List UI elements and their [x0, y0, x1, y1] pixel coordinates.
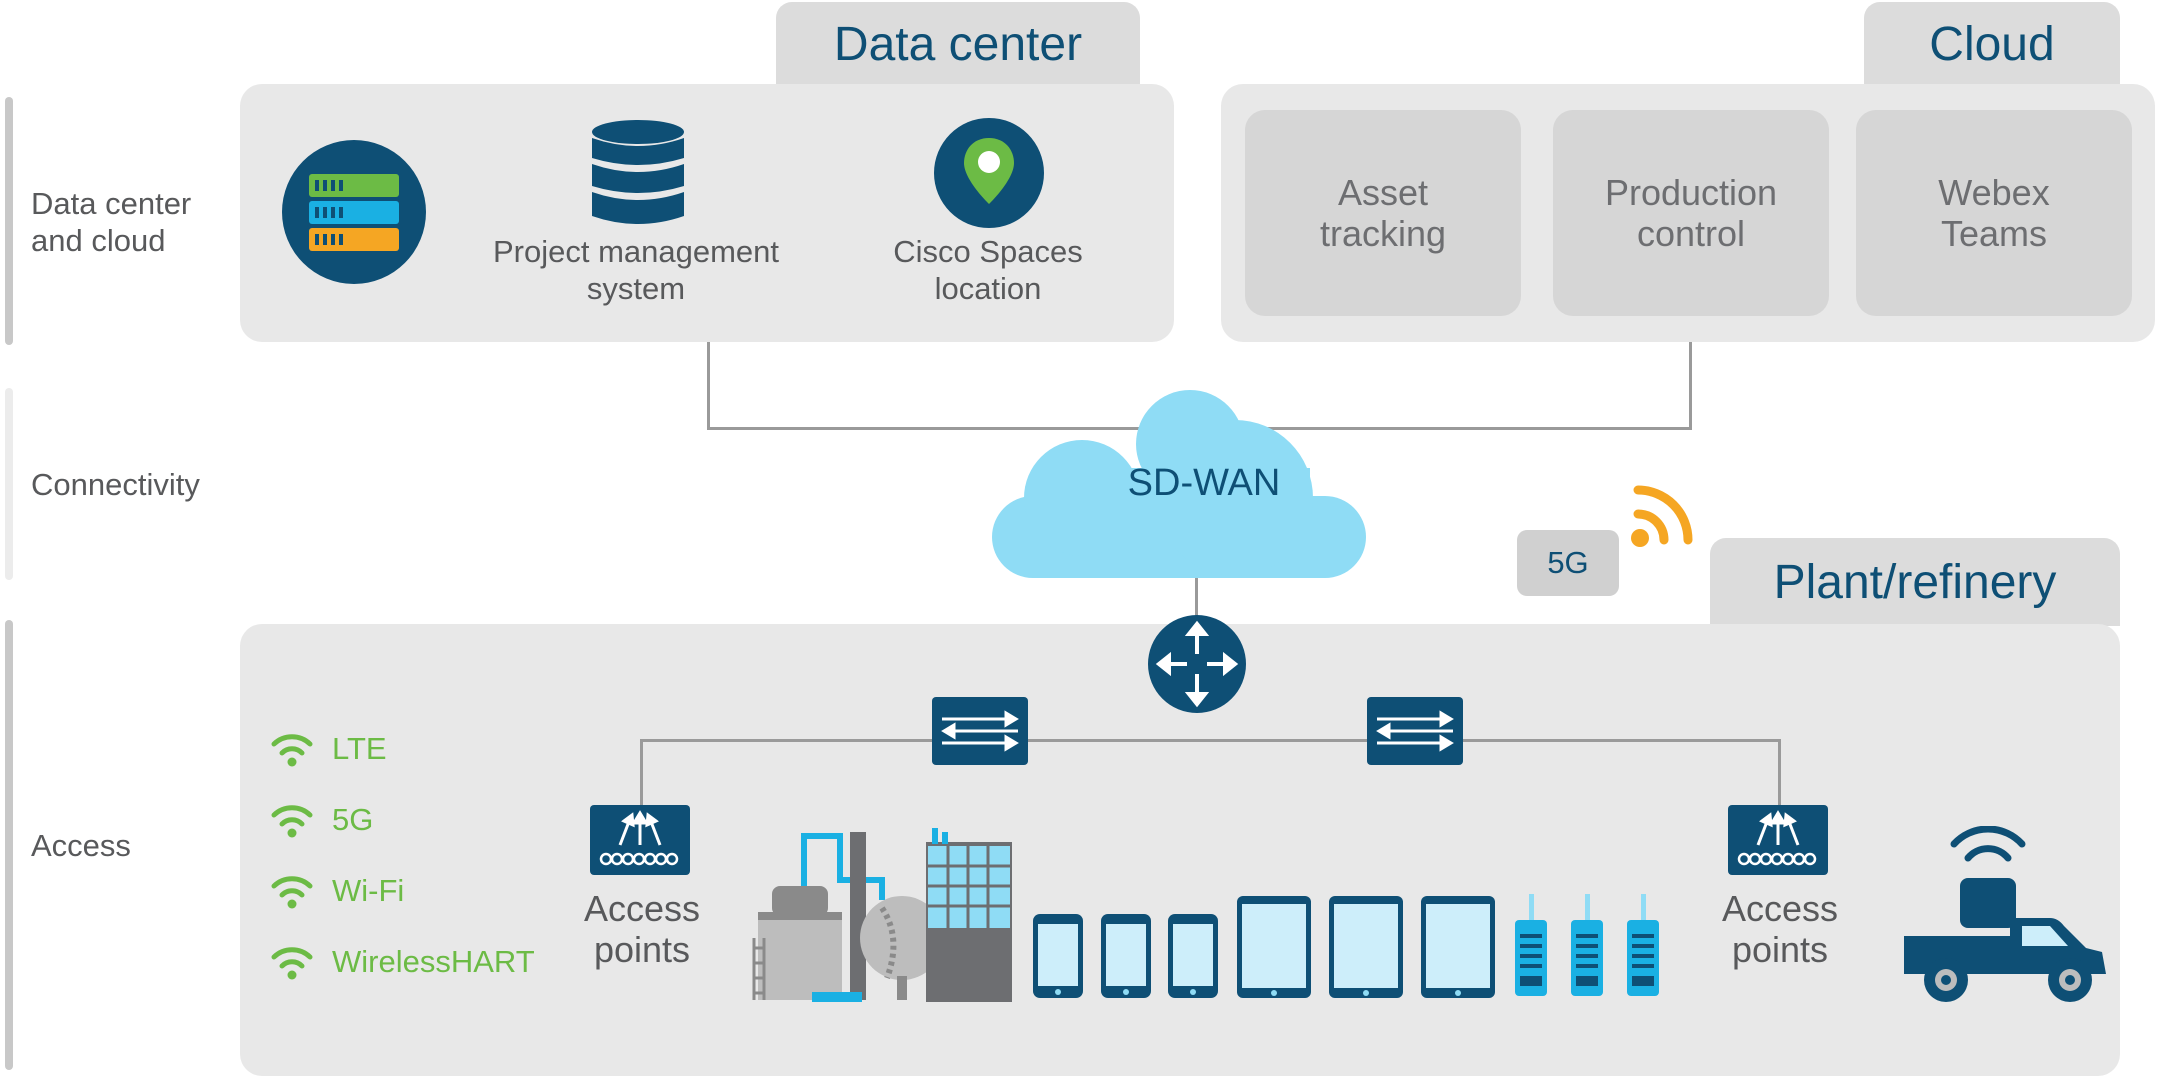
radio-icon-1: [1511, 894, 1551, 998]
refinery-illustration: [752, 828, 1014, 1004]
access-point-icon-right: [1728, 805, 1828, 875]
wireless-item-5g: 5G: [270, 797, 373, 843]
wifi-icon: [270, 731, 314, 767]
wireless-label-wirelesshart: WirelessHART: [332, 944, 535, 979]
smartphone-icon-2: [1101, 914, 1151, 998]
5g-signal-icon: [1628, 480, 1698, 552]
wireless-label-5g: 5G: [332, 802, 374, 837]
webex-teams-box: Webex Teams: [1856, 110, 2132, 316]
tab-data-center: Data center: [776, 2, 1140, 86]
wifi-icon: [270, 873, 314, 909]
connector-dc-down: [707, 342, 710, 430]
row-bar-dc-cloud: [5, 97, 13, 345]
access-points-label-right: Access points: [1721, 888, 1839, 971]
sd-wan-label: SD-WAN: [1127, 462, 1281, 504]
access-line-right-drop: [1778, 739, 1781, 807]
switch-icon-right: [1367, 697, 1463, 765]
wireless-item-lte: LTE: [270, 726, 387, 772]
connected-truck-icon: [1900, 826, 2110, 1006]
location-pin-icon: [934, 118, 1044, 228]
asset-tracking-box: Asset tracking: [1245, 110, 1521, 316]
row-label-access: Access: [31, 828, 131, 863]
access-points-label-left: Access points: [583, 888, 701, 971]
row-label-connectivity: Connectivity: [31, 467, 200, 502]
smartphone-icon-3: [1168, 914, 1218, 998]
router-icon: [1147, 614, 1247, 714]
wireless-item-wifi: Wi-Fi: [270, 868, 404, 914]
production-control-box: Production control: [1553, 110, 1829, 316]
5g-badge: 5G: [1517, 530, 1619, 596]
radio-icon-2: [1567, 894, 1607, 998]
wireless-label-wifi: Wi-Fi: [332, 873, 405, 908]
wifi-icon: [270, 802, 314, 838]
server-rack-icon: [282, 140, 426, 284]
project-management-label: Project management system: [492, 234, 780, 307]
cisco-spaces-label: Cisco Spaces location: [893, 234, 1083, 307]
smartphone-icon-1: [1033, 914, 1083, 998]
tab-cloud: Cloud: [1864, 2, 2120, 86]
row-bar-connectivity: [5, 388, 13, 580]
wifi-icon: [270, 944, 314, 980]
access-line-left-drop: [640, 739, 643, 807]
connector-cloud-router: [1195, 570, 1198, 620]
database-icon: [590, 120, 686, 232]
tablet-icon-3: [1421, 896, 1495, 998]
radio-icon-3: [1623, 894, 1663, 998]
switch-icon-left: [932, 697, 1028, 765]
sd-wan-cloud-icon: [990, 388, 1370, 580]
row-label-dc-cloud: Data center and cloud: [31, 186, 192, 259]
tab-plant-refinery: Plant/refinery: [1710, 538, 2120, 626]
access-line-horizontal: [640, 739, 1781, 742]
row-bar-access: [5, 620, 13, 1070]
tablet-icon-1: [1237, 896, 1311, 998]
wireless-item-wirelesshart: WirelessHART: [270, 939, 535, 985]
access-point-icon-left: [590, 805, 690, 875]
connector-cloud-down: [1689, 342, 1692, 430]
wireless-label-lte: LTE: [332, 731, 387, 766]
tablet-icon-2: [1329, 896, 1403, 998]
